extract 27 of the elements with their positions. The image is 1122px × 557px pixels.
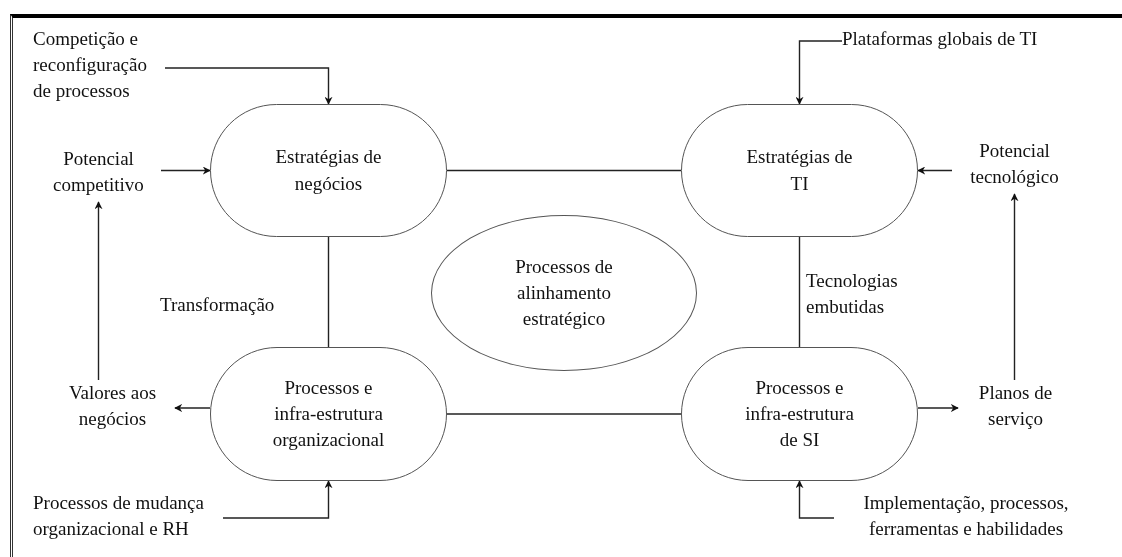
arrow xyxy=(917,404,959,412)
input-label: Processos de mudança organizacional e RH xyxy=(33,490,223,546)
connector-line xyxy=(798,236,801,348)
input-label: Implementação, processos, ferramentas e habilidades xyxy=(834,490,1098,546)
input-label: Competição e reconfiguração de processos xyxy=(33,26,165,110)
input-label: Planos de serviço xyxy=(958,380,1073,436)
input-label: Valores aos negócios xyxy=(50,380,175,436)
arrow xyxy=(160,166,211,175)
arrow xyxy=(1010,193,1019,381)
arrow xyxy=(917,166,953,175)
node-text: Processos e infra-estrutura organizacional xyxy=(271,375,386,453)
arrow xyxy=(795,40,843,105)
connector-line xyxy=(446,413,682,415)
node-text: Estratégias de negócios xyxy=(274,145,383,196)
node-text: Estratégias de TI xyxy=(745,145,854,196)
arrow xyxy=(795,480,835,519)
arrow xyxy=(94,201,103,381)
arrow xyxy=(174,404,211,412)
node-text: Processos de alinhamento estratégico xyxy=(514,254,614,332)
connector-line xyxy=(446,169,682,172)
arrow xyxy=(164,67,333,105)
input-label: Potencial competitivo xyxy=(36,146,161,202)
arrow xyxy=(222,480,333,519)
connector-line xyxy=(327,236,330,348)
node-text: Processos e infra-estrutura de SI xyxy=(744,375,855,453)
input-label: Potencial tecnológico xyxy=(952,138,1077,194)
input-label: Plataformas globais de TI xyxy=(842,26,1096,56)
